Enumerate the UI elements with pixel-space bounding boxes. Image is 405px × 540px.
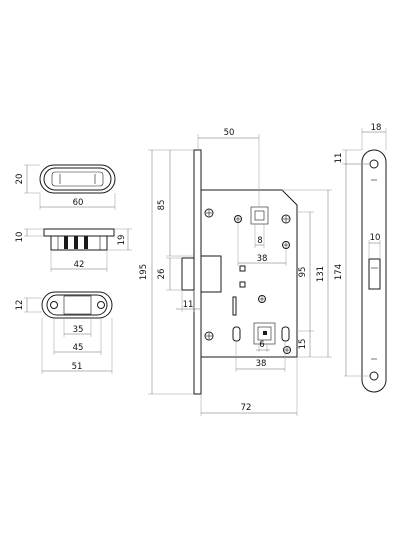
upper-spindle-hole <box>250 206 269 225</box>
dim-plate-height: 10 <box>15 228 44 243</box>
dim-text-spindle-spacing-top: 38 <box>257 254 268 264</box>
dim-text-faceplate-slot: 10 <box>370 233 381 243</box>
dim-faceplate-width: 18 <box>361 123 387 150</box>
dim-text-height-131: 131 <box>316 266 326 282</box>
dim-text-plate-depth: 19 <box>117 235 127 246</box>
dim-text-overall-height: 195 <box>139 264 149 280</box>
dim-text-faceplate-width: 18 <box>371 123 382 133</box>
screw-icon <box>283 346 291 354</box>
dim-text-lower-square: 6 <box>259 340 264 350</box>
dim-text-strike-width: 60 <box>73 198 84 208</box>
screw-icon <box>204 208 214 218</box>
dim-text-spindle-spacing-bottom: 38 <box>256 359 267 369</box>
dim-text-bottom-plate-width: 51 <box>72 362 83 372</box>
screw-icon <box>281 214 291 224</box>
lock-case <box>200 189 298 358</box>
dim-text-center-distance: 95 <box>298 267 308 278</box>
screw-icon <box>258 295 266 303</box>
dim-text-plate-width: 42 <box>74 260 85 270</box>
lock-case-details <box>232 206 290 345</box>
dim-height-131: 131 <box>282 189 332 358</box>
dim-text-latch-height: 26 <box>157 269 167 280</box>
dim-spindle-spacing-bottom: 38 <box>235 341 286 372</box>
dim-top-to-spindle: 85 <box>157 150 194 257</box>
dim-bottom-plate-height: 12 <box>15 297 42 313</box>
dim-latch-height: 26 <box>157 257 182 291</box>
screw-icon <box>234 215 242 223</box>
dim-center-distance: 95 <box>297 211 314 331</box>
faceplate-front-view <box>361 149 387 393</box>
dim-text-backset: 50 <box>224 128 235 138</box>
dim-bottom-plate-slot: 35 <box>63 318 92 337</box>
dim-text-bottom-plate-slot: 35 <box>73 325 84 335</box>
dim-text-strike-height: 20 <box>15 174 25 185</box>
dim-strike-width: 60 <box>39 193 116 210</box>
dim-bottom-plate-width: 51 <box>41 318 113 374</box>
strike-plate-side-view <box>43 228 115 251</box>
dim-text-bottom-plate-height: 12 <box>15 300 25 311</box>
dim-faceplate-height: 174 <box>334 163 370 377</box>
dim-overall-height: 195 <box>139 149 194 395</box>
screw-icon <box>282 241 290 249</box>
dim-backset: 50 <box>197 128 260 207</box>
screw-icons <box>204 208 291 354</box>
dim-bottom-plate-inner: 45 <box>53 318 102 355</box>
dim-text-bottom-plate-inner: 45 <box>73 343 84 353</box>
strike-plate-top-view <box>39 164 116 194</box>
screw-icon <box>204 331 214 341</box>
lock-faceplate <box>193 149 202 395</box>
dim-text-plate-height: 10 <box>15 232 25 243</box>
dim-spindle-square: 8 <box>254 224 265 248</box>
dim-text-top-to-spindle: 85 <box>157 200 167 211</box>
dim-lower-square: 6 <box>256 340 270 352</box>
latch-bolt <box>181 255 222 293</box>
dim-text-latch-projection: 11 <box>183 300 194 310</box>
dim-text-faceplate-height: 174 <box>334 264 344 280</box>
dim-text-spindle-square: 8 <box>257 236 262 246</box>
lower-spindle-hole <box>253 322 276 345</box>
dim-text-faceplate-top-offset: 11 <box>334 153 344 164</box>
dim-plate-width: 42 <box>50 250 108 272</box>
strike-plate-front-view <box>41 291 113 319</box>
dim-plate-depth: 19 <box>107 228 132 251</box>
dim-strike-height: 20 <box>15 164 40 194</box>
dim-case-depth: 72 <box>200 357 298 416</box>
dim-faceplate-slot: 10 <box>368 233 381 259</box>
dim-text-case-depth: 72 <box>241 403 252 413</box>
dim-spindle-spacing-top: 38 <box>237 223 287 266</box>
dim-bottom-offset: 15 <box>297 330 314 358</box>
dim-faceplate-top-offset: 11 <box>334 149 370 165</box>
dim-text-bottom-offset: 15 <box>298 339 308 350</box>
dim-latch-projection: 11 <box>176 290 200 312</box>
